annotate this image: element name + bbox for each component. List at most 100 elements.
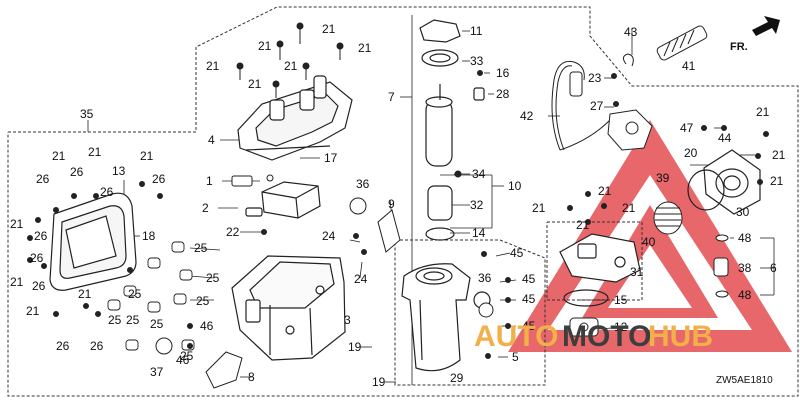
part-label-25: 25 — [196, 294, 210, 308]
part-label-3: 3 — [344, 313, 351, 327]
part-label-45: 45 — [522, 272, 536, 286]
part-label-25: 25 — [128, 287, 142, 301]
part-label-21: 21 — [26, 304, 40, 318]
watermark-text: AUTO MOTO HUB — [474, 320, 713, 353]
fuel-pump-assembly — [559, 233, 641, 283]
part-label-21: 21 — [284, 59, 298, 73]
part-label-9: 9 — [388, 197, 395, 211]
part-label-8: 8 — [248, 370, 255, 384]
part-label-26: 26 — [152, 172, 166, 186]
part-label-15: 15 — [614, 293, 628, 307]
part-label-21: 21 — [258, 39, 272, 53]
part-label-21: 21 — [358, 41, 372, 55]
part-label-28: 28 — [496, 87, 510, 101]
watermark-text-hub: HUB — [648, 320, 713, 353]
part-label-7: 7 — [388, 90, 395, 104]
outlet-nozzle — [569, 317, 599, 337]
part-label-41: 41 — [682, 59, 696, 73]
part-label-25: 25 — [206, 271, 220, 285]
part-label-46: 46 — [176, 353, 190, 367]
control-module — [245, 181, 321, 219]
part-label-38: 38 — [738, 261, 752, 275]
diagram-code: ZW5AE1810 — [716, 375, 773, 386]
fuel-pump — [419, 19, 485, 241]
part-label-21: 21 — [10, 275, 24, 289]
float-chamber-body — [231, 255, 346, 361]
part-label-21: 21 — [576, 218, 590, 232]
part-label-2: 2 — [202, 201, 209, 215]
part-label-21: 21 — [598, 184, 612, 198]
orientation-label: FR. — [730, 41, 748, 53]
part-label-42: 42 — [520, 109, 534, 123]
part-label-21: 21 — [88, 145, 102, 159]
part-label-21: 21 — [248, 77, 262, 91]
part-label-40: 40 — [642, 235, 656, 249]
part-label-14: 14 — [472, 226, 486, 240]
part-label-6: 6 — [770, 261, 777, 275]
part-label-33: 33 — [470, 54, 484, 68]
filter-body — [401, 263, 491, 372]
part-label-45: 45 — [522, 319, 536, 333]
part-label-21: 21 — [10, 217, 24, 231]
part-label-10: 10 — [508, 179, 522, 193]
bracket-9 — [377, 209, 401, 253]
part-label-20: 20 — [684, 146, 698, 160]
part-label-21: 21 — [206, 59, 220, 73]
part-label-48: 48 — [738, 231, 752, 245]
group-boundaries — [7, 6, 799, 397]
bracket-8 — [205, 351, 243, 389]
part-label-32: 32 — [470, 198, 484, 212]
part-label-21: 21 — [322, 22, 336, 36]
part-label-19a: 19 — [348, 340, 362, 354]
part-label-36: 36 — [356, 177, 370, 191]
part-label-25: 25 — [108, 313, 122, 327]
part-label-48: 48 — [738, 288, 752, 302]
part-labels: 1 2 3 4 5 6 7 8 9 10 11 12 13 14 15 16 1… — [10, 22, 786, 389]
part-label-16: 16 — [496, 66, 510, 80]
damper-parts — [713, 234, 729, 298]
part-label-25: 25 — [180, 349, 194, 363]
part-label-29: 29 — [450, 371, 464, 385]
fuel-filter — [653, 201, 683, 235]
part-label-21: 21 — [772, 148, 786, 162]
part-label-23: 23 — [588, 71, 602, 85]
part-label-21: 21 — [78, 287, 92, 301]
part-label-21: 21 — [140, 149, 154, 163]
part-label-26: 26 — [34, 229, 48, 243]
part-label-1: 1 — [206, 174, 213, 188]
part-label-21: 21 — [770, 174, 784, 188]
part-label-36: 36 — [478, 271, 492, 285]
part-label-13: 13 — [112, 164, 126, 178]
fr-arrow — [752, 16, 780, 36]
part-label-45: 45 — [522, 292, 536, 306]
part-label-26: 26 — [56, 339, 70, 353]
part-label-37: 37 — [150, 365, 164, 379]
side-cover-plate — [49, 192, 137, 291]
part-label-26: 26 — [30, 251, 44, 265]
watermark-text-moto: MOTO — [562, 320, 651, 353]
part-label-25: 25 — [194, 241, 208, 255]
part-label-46: 46 — [200, 319, 214, 333]
part-label-11: 11 — [470, 24, 483, 38]
part-label-24: 24 — [354, 272, 368, 286]
part-label-25: 25 — [150, 317, 164, 331]
grommets — [155, 197, 494, 355]
o-ring-15 — [563, 289, 609, 307]
part-label-26: 26 — [90, 339, 104, 353]
part-label-27: 27 — [590, 99, 604, 113]
part-label-39: 39 — [656, 171, 670, 185]
part-label-21: 21 — [532, 201, 546, 215]
part-label-35: 35 — [80, 107, 94, 121]
part-label-24: 24 — [322, 229, 336, 243]
part-label-26: 26 — [36, 172, 50, 186]
part-label-4: 4 — [208, 133, 215, 147]
part-label-21: 21 — [622, 201, 636, 215]
part-label-21: 21 — [52, 149, 66, 163]
part-label-34: 34 — [472, 167, 486, 181]
watermark-text-auto: AUTO — [474, 320, 558, 353]
part-label-18: 18 — [142, 229, 156, 243]
pump-housing-right — [703, 149, 761, 215]
part-label-26: 26 — [32, 279, 46, 293]
part-label-30: 30 — [736, 205, 750, 219]
